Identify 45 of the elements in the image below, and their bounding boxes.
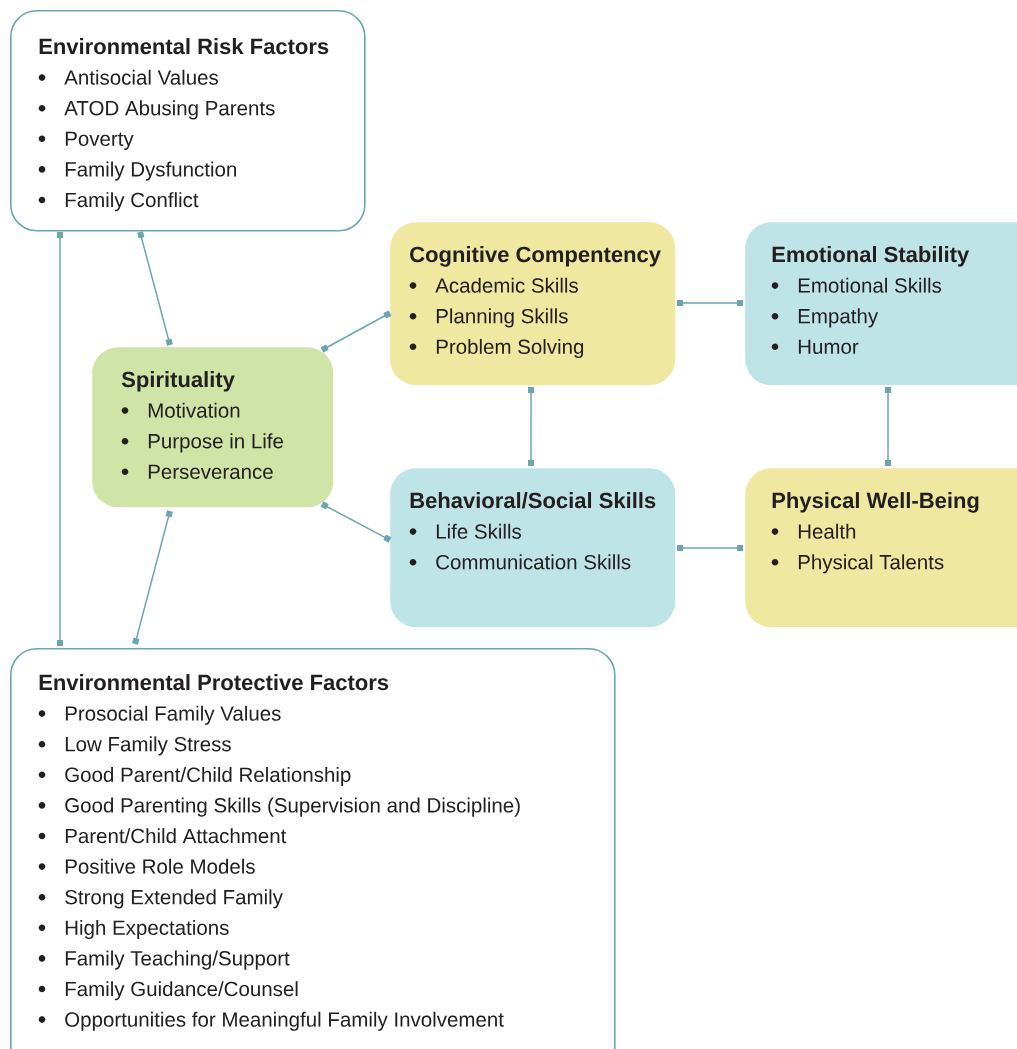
box-heading: Behavioral/Social Skills (410, 492, 656, 509)
list-item: Physical Talents (798, 554, 944, 574)
connector (320, 310, 392, 353)
box-heading: Physical Well-Being (772, 492, 979, 513)
list-item: Motivation (148, 402, 240, 418)
box-heading: Environmental Protective Factors (39, 674, 389, 691)
list-item: Life Skills (436, 523, 521, 539)
list-item: High Expectations (65, 919, 229, 940)
connector (677, 545, 743, 551)
list-item: Family Guidance/Counsel (65, 981, 298, 1001)
list-item: Positive Role Models (65, 858, 255, 874)
list-item: Communication Skills (436, 554, 631, 570)
box-heading: Emotional Stability (772, 246, 970, 267)
list-item: Purpose in Life (148, 433, 283, 453)
connector (320, 501, 392, 543)
list-item: Health (798, 523, 856, 539)
list-item: Academic Skills (435, 277, 578, 293)
list-item: Family Conflict (65, 192, 199, 212)
list-item: Opportunities for Meaningful Family Involvement (65, 1011, 504, 1031)
box-heading: Cognitive Compentency (410, 246, 661, 267)
connector (677, 300, 743, 306)
list-item: Problem Solving (436, 338, 584, 359)
list-item: Family Dysfunction (65, 161, 236, 181)
list-item: Parent/Child Attachment (65, 828, 287, 844)
list-item: Humor (798, 339, 859, 354)
box-heading: Spirituality (121, 371, 235, 392)
connector (137, 231, 173, 346)
connector (132, 510, 173, 645)
list-item: Good Parenting Skills (Supervision and Discipline) (65, 797, 520, 817)
list-item: Strong Extended Family (65, 889, 283, 909)
list-item: Perseverance (148, 464, 273, 479)
list-item: Good Parent/Child Relationship (65, 766, 351, 787)
connector (528, 387, 534, 466)
list-item: Low Family Stress (65, 736, 231, 756)
list-item: Empathy (798, 308, 879, 328)
list-item: Antisocial Values (64, 69, 219, 85)
connector (57, 232, 63, 646)
list-item: Planning Skills (436, 308, 568, 328)
list-item: Poverty (65, 131, 134, 151)
list-item: Emotional Skills (798, 277, 942, 293)
list-item: Prosocial Family Values (65, 705, 281, 725)
connector (885, 387, 891, 466)
box-heading: Environmental Risk Factors (39, 38, 329, 55)
list-item: Family Teaching/Support (65, 950, 290, 970)
list-item: ATOD Abusing Parents (64, 100, 275, 120)
